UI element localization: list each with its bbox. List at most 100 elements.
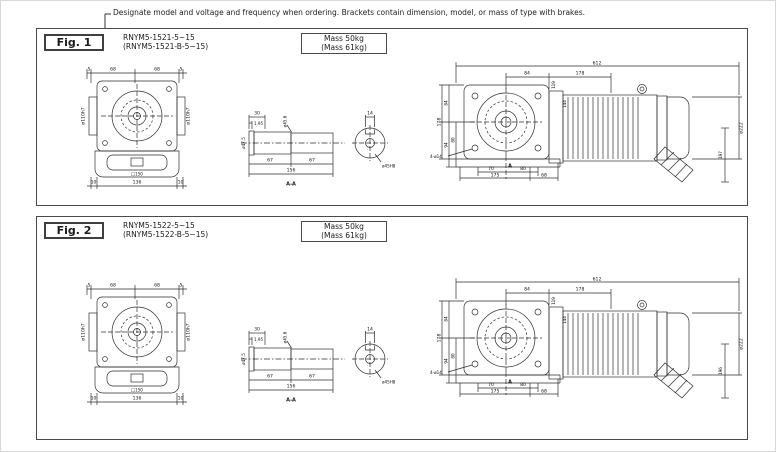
dim-right-height: 196 [718,367,723,375]
dim-boss-left: ø110h7 [81,107,87,124]
dim-side-bottom-3: 175 [491,389,500,395]
dim-front-top-4: 5 [180,283,183,289]
dim-right-height: 197 [718,151,723,159]
front-view [86,285,187,405]
technical-drawing: 5 68 68 5 ø110h7 ø110h7 □150 10 136 10 [39,59,747,195]
dim-section-total: 156 [287,384,296,390]
dim-front-top-2: 68 [110,283,116,289]
dim-gearbox-height: 178 [437,334,443,343]
dim-front-bottom-1: 10 [91,180,97,186]
mass-box: Mass 50kg (Mass 61kg) [301,33,387,54]
figure-label-box: Fig. 1 [44,34,104,51]
dim-section-l1: 67 [267,374,273,380]
dim-flange-1: 119 [551,81,556,89]
front-view-labels: 5 68 68 5 ø110h7 ø110h7 □150 10 136 10 [81,67,192,186]
side-view-labels: 612 84 178 119 144 178 84 94 80 4-ø14 70… [430,277,745,395]
figure-label: Fig. 2 [56,224,92,237]
figure-2: Fig. 2 RNYM5-1522-5~15 (RNYM5-1522-B-5~1… [36,216,748,440]
ordering-note: Designate model and voltage and frequenc… [113,8,586,17]
front-view-labels: 5 68 68 5 ø110h7 ø110h7 □150 10 136 10 [81,283,192,402]
dim-side-bottom-4: 68 [541,173,547,179]
front-view [86,69,187,189]
dim-overall-length: 612 [593,61,602,67]
dim-section-total: 156 [287,168,296,174]
model-block: RNYM5-1522-5~15 (RNYM5-1522-B-5~15) [123,221,208,240]
dim-shaft-dia-2: ø45.6 [283,115,288,127]
dim-front-top-3: 68 [154,67,160,73]
dim-front-top-1: 5 [88,283,91,289]
section-plane-marker: A [508,164,512,170]
dim-section-195: 1.95 [254,121,264,126]
dim-section-30: 30 [254,111,260,117]
section-view-labels: 30 1.95 ø47.5 ø45.6 67 67 156 A-A 14 ø45… [241,111,396,188]
dim-section-l1: 67 [267,158,273,164]
dim-mounting-holes: 4-ø14 [430,370,442,375]
mass-value-with-brake: (Mass 61kg) [321,43,367,53]
dim-side-top-2: 178 [576,287,585,293]
model-number: RNYM5-1522-5~15 [123,221,195,230]
dim-front-bottom-2: 136 [133,180,142,186]
section-view [241,331,388,393]
section-view-labels: 30 1.95 ø47.5 ø45.6 67 67 156 A-A 14 ø45… [241,327,396,404]
figure-header: Fig. 1 RNYM5-1521-5~15 (RNYM5-1521-B-5~1… [37,29,747,54]
dim-side-bottom-2: 80 [520,166,526,172]
dim-section-l2: 67 [309,374,315,380]
dim-front-bottom-3: 10 [178,180,184,186]
figure-header: Fig. 2 RNYM5-1522-5~15 (RNYM5-1522-B-5~1… [37,217,747,242]
mass-value-with-brake: (Mass 61kg) [321,231,367,241]
dim-keyway-width: 14 [367,327,373,333]
dim-front-top-2: 68 [110,67,116,73]
dim-side-bottom-4: 68 [541,389,547,395]
figure-label-box: Fig. 2 [44,222,104,239]
dim-section-30: 30 [254,327,260,333]
dim-side-top-1: 84 [524,287,530,293]
section-name: A-A [286,182,296,188]
technical-drawing: 5 68 68 5 ø110h7 ø110h7 □150 10 136 10 [39,275,747,411]
dim-section-l2: 67 [309,158,315,164]
dim-bore: ø45H8 [382,164,396,169]
model-block: RNYM5-1521-5~15 (RNYM5-1521-B-5~15) [123,33,208,52]
motor-fins [567,97,639,159]
dim-front-bottom-2: 136 [133,396,142,402]
dim-side-v3: 80 [451,137,456,143]
dim-boss-right: ø110h7 [186,323,192,340]
dim-shaft-dia-1: ø47.5 [241,137,246,149]
dim-square-base: □150 [131,172,143,177]
model-number-with-brake: (RNYM5-1521-B-5~15) [123,42,209,52]
dim-shaft-dia-1: ø47.5 [241,353,246,365]
dim-side-v1: 84 [444,100,449,106]
dim-front-bottom-3: 10 [178,396,184,402]
dim-front-bottom-1: 10 [91,396,97,402]
dim-shaft-dia-2: ø45.6 [283,331,288,343]
dim-section-195: 1.95 [254,337,264,342]
dim-side-v2: 94 [444,142,449,148]
dim-motor-diameter: ø222 [739,338,745,350]
section-view [241,115,388,177]
dim-side-bottom-3: 175 [491,173,500,179]
motor-fins [567,313,639,375]
dim-side-v3: 80 [451,353,456,359]
side-view-labels: 612 84 178 119 144 178 84 94 80 4-ø14 70… [430,61,745,179]
figure-1: Fig. 1 RNYM5-1521-5~15 (RNYM5-1521-B-5~1… [36,28,748,206]
dim-side-top-2: 178 [576,71,585,77]
dim-boss-left: ø110h7 [81,323,87,340]
dim-square-base: □150 [131,388,143,393]
section-name: A-A [286,398,296,404]
model-number: RNYM5-1521-5~15 [123,33,195,42]
dim-side-v2: 94 [444,358,449,364]
dim-side-bottom-1: 70 [488,382,494,388]
mass-value: Mass 50kg [324,34,364,43]
dim-side-bottom-1: 70 [488,166,494,172]
section-plane-marker: A [508,380,512,386]
dim-side-bottom-2: 80 [520,382,526,388]
dim-side-top-1: 84 [524,71,530,77]
dim-flange-2: 144 [562,100,567,108]
side-view [439,278,742,399]
dim-front-top-1: 5 [88,67,91,73]
dim-mounting-holes: 4-ø14 [430,154,442,159]
dim-side-v1: 84 [444,316,449,322]
dim-keyway-width: 14 [367,111,373,117]
dim-flange-1: 119 [551,297,556,305]
dim-bore: ø45H8 [382,380,396,385]
